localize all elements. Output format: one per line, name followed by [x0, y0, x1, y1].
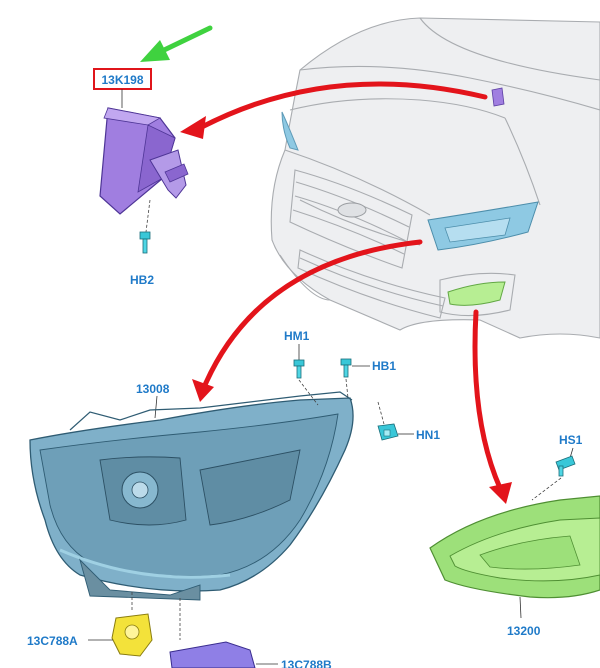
- module-13k198[interactable]: 13K198: [93, 68, 189, 215]
- bolt-icon: [293, 359, 305, 379]
- arrow-to-foglamp: [472, 309, 503, 491]
- pointer-arrow-icon: [140, 25, 213, 62]
- bolt-icon: [340, 358, 352, 378]
- label-hb1: HB1: [372, 359, 396, 373]
- nut-hn1[interactable]: HN1: [377, 401, 440, 442]
- bolt-icon: [139, 231, 151, 254]
- arrow-to-foglamp-head: [489, 482, 512, 504]
- bulb-13c788a[interactable]: 13C788A: [27, 592, 153, 657]
- bolt-hm1[interactable]: HM1: [284, 329, 319, 406]
- label-foglamp: 13200: [507, 624, 541, 638]
- label-bulb-b: 13C788B: [281, 658, 332, 668]
- arrow-to-headlamp: [202, 239, 423, 388]
- label-headlamp: 13008: [136, 382, 170, 396]
- arrow-to-headlamp-head: [192, 379, 214, 402]
- nut-icon: [377, 423, 399, 441]
- bolt-hb1[interactable]: HB1: [340, 358, 396, 399]
- bulb-13c788b[interactable]: 13C788B: [169, 598, 332, 668]
- headlamp-13008[interactable]: 13008: [29, 382, 354, 601]
- arrow-to-module: [197, 81, 488, 131]
- highlight-box: [93, 68, 152, 90]
- location-arrows: [180, 81, 512, 504]
- label-module: 13K198: [101, 73, 143, 87]
- fog-lamp-13200[interactable]: 13200: [429, 495, 600, 638]
- label-hn1: HN1: [416, 428, 440, 442]
- label-hs1: HS1: [559, 433, 583, 447]
- bolt-hb2[interactable]: HB2: [130, 199, 154, 287]
- label-hb2: HB2: [130, 273, 154, 287]
- label-bulb-a: 13C788A: [27, 634, 78, 648]
- vehicle-front-illustration: [270, 17, 600, 339]
- label-hm1: HM1: [284, 329, 310, 343]
- bolt-hs1[interactable]: HS1: [531, 433, 583, 501]
- arrow-to-module-head: [180, 116, 206, 139]
- bolt-icon: [555, 455, 576, 477]
